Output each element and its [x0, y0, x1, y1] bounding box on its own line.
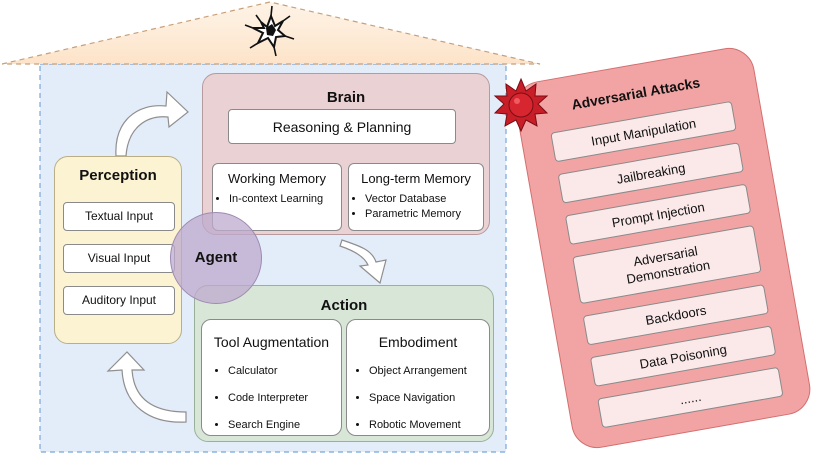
long-term-memory-item: Parametric Memory — [365, 207, 483, 222]
tool-item: Search Engine — [228, 412, 341, 439]
long-term-memory-list: Vector Database Parametric Memory — [349, 192, 483, 222]
long-term-memory-box: Long-term Memory Vector Database Paramet… — [348, 163, 484, 231]
embodiment-list: Object Arrangement Space Navigation Robo… — [347, 358, 489, 439]
tool-augmentation-title: Tool Augmentation — [213, 334, 330, 350]
arrow-perception-to-brain — [115, 90, 189, 157]
crack-icon — [244, 5, 295, 57]
attack-item-label: ...... — [678, 388, 703, 407]
arrow-brain-to-action — [339, 239, 387, 285]
attack-item-label: Backdoors — [644, 302, 708, 328]
long-term-memory-title: Long-term Memory — [361, 171, 471, 186]
working-memory-title: Working Memory — [227, 171, 326, 186]
tool-augmentation-list: Calculator Code Interpreter Search Engin… — [202, 358, 341, 439]
perception-item-visual: Visual Input — [63, 244, 175, 273]
agent-circle: Agent — [170, 212, 262, 304]
brain-title: Brain — [326, 89, 366, 106]
action-title: Action — [320, 297, 368, 314]
perception-item-textual: Textual Input — [63, 202, 175, 231]
tool-item: Code Interpreter — [228, 385, 341, 412]
tool-item: Calculator — [228, 358, 341, 385]
virus-icon — [493, 77, 549, 133]
attack-item-label: Data Poisoning — [638, 341, 728, 372]
attack-item-label: Input Manipulation — [589, 115, 698, 149]
embodiment-item: Robotic Movement — [369, 412, 489, 439]
working-memory-box: Working Memory In-context Learning — [212, 163, 342, 231]
perception-item-auditory: Auditory Input — [63, 286, 175, 315]
working-memory-item: In-context Learning — [229, 192, 341, 207]
embodiment-box: Embodiment Object Arrangement Space Navi… — [346, 319, 490, 436]
embodiment-item: Object Arrangement — [369, 358, 489, 385]
tool-augmentation-box: Tool Augmentation Calculator Code Interp… — [201, 319, 342, 436]
long-term-memory-item: Vector Database — [365, 192, 483, 207]
perception-panel: Perception Textual Input Visual Input Au… — [54, 156, 182, 344]
arrow-action-to-perception — [106, 351, 187, 423]
embodiment-title: Embodiment — [378, 334, 458, 350]
perception-title: Perception — [79, 167, 157, 184]
embodiment-item: Space Navigation — [369, 385, 489, 412]
working-memory-list: In-context Learning — [213, 192, 341, 207]
attack-item-label: Prompt Injection — [610, 198, 706, 230]
attack-item-label: Adversarial Demonstration — [625, 243, 712, 287]
attack-item-label: Jailbreaking — [615, 159, 687, 187]
reasoning-planning-box: Reasoning & Planning — [228, 109, 456, 144]
